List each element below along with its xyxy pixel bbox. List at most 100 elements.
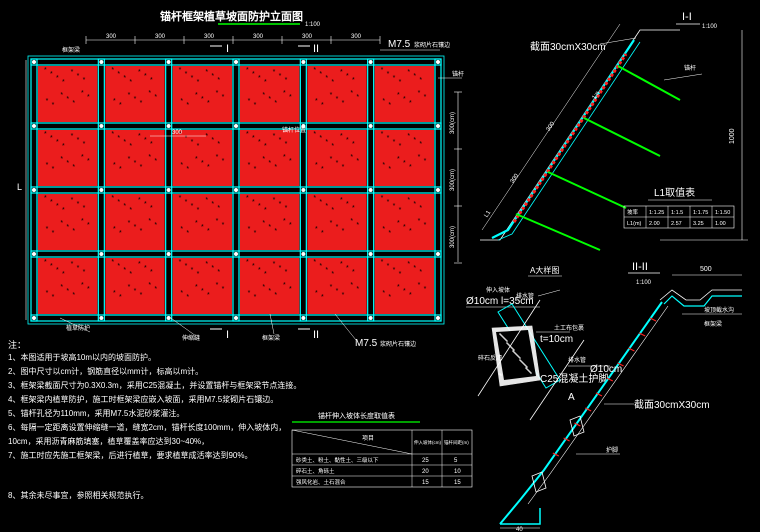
detail-A-concrete: C25混凝土护脚 xyxy=(540,372,608,385)
svg-text:*: * xyxy=(254,102,257,109)
L1-table-title: L1取值表 xyxy=(654,186,695,199)
svg-text:*: * xyxy=(150,269,153,276)
svg-text:*: * xyxy=(321,294,324,301)
svg-text:*: * xyxy=(273,197,276,204)
svg-text:*: * xyxy=(419,205,422,212)
grass-panel xyxy=(105,130,165,186)
anchor-node xyxy=(99,316,104,320)
svg-text:*: * xyxy=(252,135,255,142)
svg-text:*: * xyxy=(274,228,277,235)
svg-text:*: * xyxy=(81,218,84,225)
svg-text:*: * xyxy=(201,224,204,231)
svg-text:*: * xyxy=(154,94,157,101)
mid-table-header: 锚杆间距(m) xyxy=(444,439,469,446)
svg-text:*: * xyxy=(191,139,194,146)
svg-text:*: * xyxy=(140,100,143,107)
svg-text:*: * xyxy=(56,267,59,274)
svg-text:*: * xyxy=(285,141,288,148)
svg-text:*: * xyxy=(134,160,137,167)
svg-text:*: * xyxy=(313,259,316,266)
top-dim-label: 300 xyxy=(253,34,264,40)
svg-text:*: * xyxy=(201,288,204,295)
svg-text:*: * xyxy=(313,195,316,202)
svg-text:*: * xyxy=(185,199,188,206)
svg-text:*: * xyxy=(201,96,204,103)
svg-text:*: * xyxy=(268,96,271,103)
svg-text:*: * xyxy=(52,294,55,301)
svg-text:*: * xyxy=(62,79,65,86)
svg-text:*: * xyxy=(72,164,75,171)
svg-text:*: * xyxy=(207,228,210,235)
svg-text:*: * xyxy=(185,263,188,270)
anchor-node xyxy=(32,124,36,128)
mid-table-cell: 15 xyxy=(454,480,461,486)
mid-table-cell: 强风化岩、土石混合 xyxy=(296,478,346,486)
svg-text:*: * xyxy=(381,67,384,74)
anchor-node xyxy=(368,60,373,64)
section-II-mark-A: A xyxy=(568,392,575,403)
svg-text:*: * xyxy=(111,67,114,74)
section-mark-II-top: II xyxy=(313,43,319,55)
svg-text:*: * xyxy=(197,271,200,278)
grass-panel xyxy=(240,194,300,250)
section-II-drain: 排水管 xyxy=(568,356,586,364)
svg-text:*: * xyxy=(222,222,225,229)
svg-text:*: * xyxy=(148,154,151,161)
svg-text:*: * xyxy=(123,139,126,146)
svg-text:*: * xyxy=(207,292,210,299)
section-I-view: I-I 1:100 1000 截面30cmX30cm 锚杆 1:n 300 30… xyxy=(480,11,748,251)
svg-text:*: * xyxy=(246,131,249,138)
anchor-node xyxy=(32,60,36,64)
svg-text:*: * xyxy=(216,218,219,225)
section-II-view: II-II 1:100 500 40 A Ø10cm 排水管 截面30cmX30… xyxy=(499,261,742,532)
anchor-node xyxy=(368,188,373,192)
grass-panel xyxy=(172,194,232,250)
svg-text:*: * xyxy=(419,77,422,84)
anchor-node xyxy=(32,252,36,256)
anchor-node xyxy=(234,316,238,320)
svg-text:*: * xyxy=(119,294,122,301)
svg-text:*: * xyxy=(81,90,84,97)
svg-text:*: * xyxy=(87,158,90,165)
svg-text:*: * xyxy=(273,133,276,140)
svg-text:*: * xyxy=(325,203,328,210)
svg-text:*: * xyxy=(217,141,220,148)
svg-text:*: * xyxy=(331,143,334,150)
svg-text:*: * xyxy=(352,77,355,84)
svg-text:*: * xyxy=(113,98,116,105)
svg-text:*: * xyxy=(382,162,385,169)
svg-text:*: * xyxy=(274,100,277,107)
grass-panel xyxy=(38,130,98,186)
svg-text:*: * xyxy=(60,220,63,227)
svg-text:*: * xyxy=(387,263,390,270)
svg-text:*: * xyxy=(403,288,406,295)
svg-text:*: * xyxy=(62,207,65,214)
svg-text:*: * xyxy=(409,292,412,299)
svg-text:*: * xyxy=(44,131,47,138)
svg-text:*: * xyxy=(201,160,204,167)
svg-text:*: * xyxy=(211,265,214,272)
right-dimensions: 300(cm)300(cm)300(cm) xyxy=(450,91,462,264)
svg-text:*: * xyxy=(258,139,261,146)
svg-text:*: * xyxy=(336,160,339,167)
svg-text:*: * xyxy=(315,98,318,105)
svg-text:*: * xyxy=(262,220,265,227)
svg-text:*: * xyxy=(252,71,255,78)
grass-panel xyxy=(105,66,165,122)
grass-panel xyxy=(38,66,98,122)
svg-text:*: * xyxy=(283,154,286,161)
svg-text:*: * xyxy=(399,271,402,278)
svg-text:*: * xyxy=(222,158,225,165)
svg-text:*: * xyxy=(83,77,86,84)
svg-text:*: * xyxy=(315,290,318,297)
svg-text:*: * xyxy=(119,102,122,109)
detail-A-view: A大样图 伸入坡体 Ø10cm l=35cm 排水管 土工布包裹 t=10cm … xyxy=(466,265,608,421)
grass-panel xyxy=(105,194,165,250)
section-II-top-right: 坡顶截水沟 xyxy=(704,306,734,314)
svg-text:*: * xyxy=(144,265,147,272)
svg-text:*: * xyxy=(185,71,188,78)
svg-text:*: * xyxy=(254,294,257,301)
svg-text:*: * xyxy=(138,133,141,140)
svg-text:*: * xyxy=(217,269,220,276)
svg-text:*: * xyxy=(350,282,353,289)
